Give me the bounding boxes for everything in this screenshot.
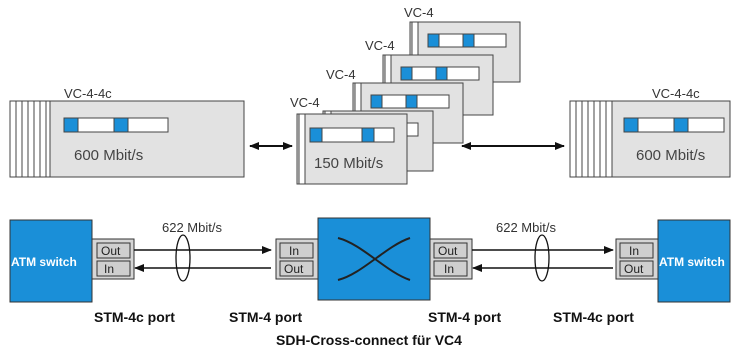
vc-4-label-3: VC-4 [365,38,395,53]
right-container-label: VC-4-4c [652,86,700,101]
left-port-in-label: In [104,262,114,276]
vc-4-label-2: VC-4 [326,67,356,82]
stm-4c-port-left-label: STM-4c port [94,309,175,325]
left-atm-switch: ATM switch Out In [9,219,135,303]
atm-switch-box [9,219,93,303]
port-in-box [96,260,131,277]
fiber-bundle-icon [175,234,191,282]
cc-right-port-in-label: In [444,262,454,276]
stm-4-port-left-label: STM-4 port [229,309,302,325]
switch-path-icon [337,237,411,281]
vc-4-label-1: VC-4 [290,95,320,110]
left-link-rate: 622 Mbit/s [162,220,222,235]
stm-4c-port-right-label: STM-4c port [553,309,634,325]
right-vc-4-4c-container: VC-4-4c 600 Mbit/s [569,86,731,178]
sdh-cross-connect: In Out Out In [275,217,473,301]
payload-bar [63,117,169,133]
left-link: 622 Mbit/s [134,220,272,282]
vc-4-container-front: 150 Mbit/s [296,113,408,185]
right-atm-switch-label: ATM switch [659,255,725,269]
right-link: 622 Mbit/s [472,220,614,282]
switch-path-icon [337,237,411,281]
vc-4-label-4: VC-4 [404,5,434,20]
port-in-box [619,242,654,259]
left-container-label: VC-4-4c [64,86,112,101]
cc-left-port-out-label: Out [284,262,304,276]
port-in-box [433,260,468,277]
atm-switch-box [657,219,731,303]
right-link-rate: 622 Mbit/s [496,220,556,235]
port-out-box [96,242,131,259]
diagram-caption: SDH-Cross-connect für VC4 [276,332,462,348]
left-container-rate: 600 Mbit/s [74,147,143,164]
port-out-box [433,242,468,259]
overhead-stripes [9,100,51,178]
fiber-bundle-icon [534,234,550,282]
left-vc-4-4c-container: VC-4-4c 600 Mbit/s [9,86,245,178]
left-atm-switch-label: ATM switch [11,255,77,269]
port-in-box [279,242,314,259]
port-out-box [619,260,654,277]
cc-right-port-out-label: Out [438,244,458,258]
right-port-out-label: Out [624,262,644,276]
payload-bar [623,117,725,133]
vc-4-stack: VC-4 VC-4 VC-4 VC-4 [290,5,521,185]
left-port-out-label: Out [101,244,121,258]
cc-left-port-in-label: In [289,244,299,258]
right-container-rate: 600 Mbit/s [636,147,705,164]
port-out-box [279,260,314,277]
vc-4-rate: 150 Mbit/s [314,155,383,172]
stm-4-port-right-label: STM-4 port [428,309,501,325]
overhead-stripes [569,100,613,178]
right-atm-switch: In Out ATM switch [615,219,731,303]
right-port-in-label: In [629,244,639,258]
